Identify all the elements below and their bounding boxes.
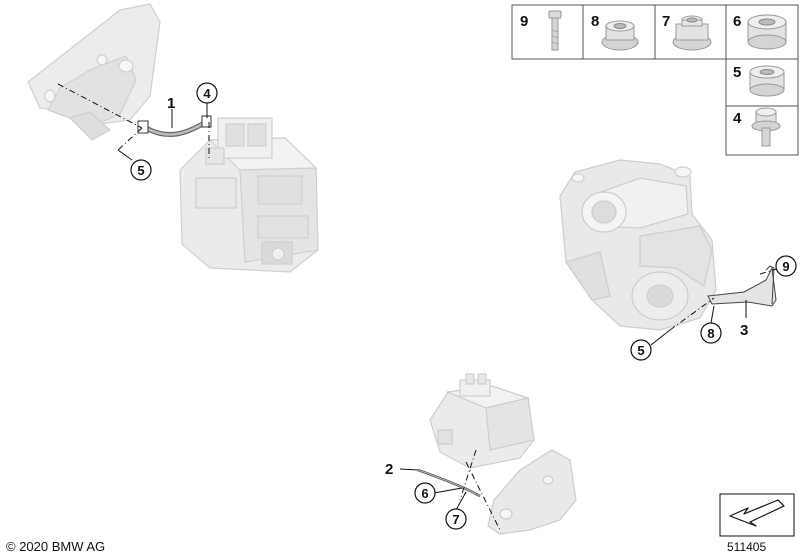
grid-number: 6 [733, 13, 741, 30]
leader-lines-bottom [399, 468, 467, 511]
wall-bracket [27, 3, 161, 141]
label-1[interactable]: 1 [167, 95, 175, 112]
callout-9-right[interactable]: 9 [775, 255, 797, 277]
parts-grid [511, 4, 799, 156]
ground-cable [137, 115, 212, 137]
lower-bracket [487, 449, 577, 535]
grid-number: 7 [662, 13, 670, 30]
callout-number: 4 [203, 86, 211, 101]
reference-lines-top-left [57, 83, 210, 160]
transfer-case [559, 159, 717, 331]
callout-5-top[interactable]: 5 [130, 159, 152, 181]
grid-number: 8 [591, 13, 599, 30]
callout-number: 6 [421, 486, 428, 501]
hex-nut-icon [749, 65, 785, 97]
label-3[interactable]: 3 [740, 322, 748, 339]
parts-grid-cell-6[interactable]: 6 [733, 13, 787, 50]
parts-grid-cell-9[interactable]: 9 [520, 10, 562, 51]
parts-grid-cell-8[interactable]: 8 [591, 13, 639, 51]
transfer-case-bracket [707, 265, 777, 307]
callout-number: 3 [740, 322, 748, 339]
flange-bolt-icon [751, 107, 781, 147]
parts-grid-cell-7[interactable]: 7 [662, 13, 712, 51]
callout-number: 5 [137, 163, 144, 178]
callout-number: 9 [782, 259, 789, 274]
callout-8-right[interactable]: 8 [700, 322, 722, 344]
callout-number: 7 [452, 512, 459, 527]
coolant-reservoir [429, 373, 535, 469]
callout-6-bottom[interactable]: 6 [414, 482, 436, 504]
callout-number: 5 [637, 343, 644, 358]
reference-lines-bottom [459, 449, 501, 531]
flange-nut-icon [601, 20, 639, 51]
control-unit [179, 117, 319, 273]
grid-number: 4 [733, 110, 742, 127]
grid-number: 5 [733, 64, 741, 81]
bolt-icon [548, 10, 562, 51]
callout-5-right[interactable]: 5 [630, 339, 652, 361]
image-number: 511405 [727, 540, 767, 554]
parts-grid-cell-4[interactable]: 4 [733, 107, 781, 147]
ground-strap-bottom [417, 468, 481, 498]
arrow-icon [729, 499, 785, 527]
callout-number: 2 [385, 461, 393, 478]
hex-nut-icon [747, 14, 787, 50]
grid-number: 9 [520, 13, 528, 30]
leader-lines-top-left [117, 103, 208, 161]
label-2[interactable]: 2 [385, 461, 393, 478]
parts-grid-cell-5[interactable]: 5 [733, 64, 785, 97]
callout-number: 8 [707, 326, 714, 341]
copyright-text: © 2020 BMW AG [6, 539, 106, 554]
callout-7-bottom[interactable]: 7 [445, 508, 467, 530]
callout-4-top[interactable]: 4 [196, 82, 218, 104]
collar-nut-icon [672, 15, 712, 51]
callout-number: 1 [167, 95, 175, 112]
direction-arrow-box [719, 493, 795, 537]
leader-lines-right [650, 300, 747, 346]
